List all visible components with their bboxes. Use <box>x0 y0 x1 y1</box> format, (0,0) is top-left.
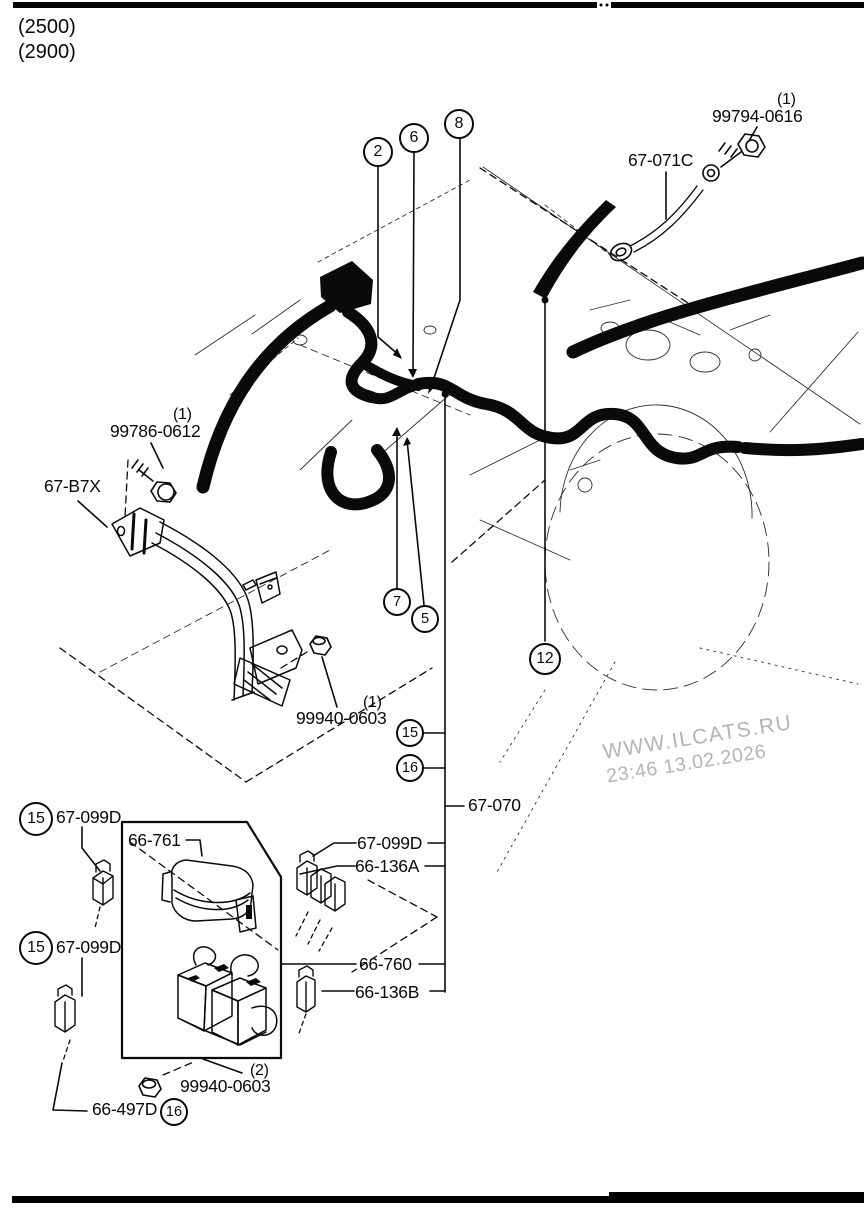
part-number-66-497D: 66-497D <box>92 1099 158 1119</box>
callout-15-top-left-label: 15 <box>27 810 45 827</box>
bolt-99794-artwork <box>718 133 766 168</box>
fuse-dash-tails <box>62 906 333 1062</box>
engine-variant-2900: (2900) <box>18 41 76 63</box>
callout-2-label: 2 <box>373 143 383 160</box>
construction-dash-lines <box>59 167 689 1076</box>
wiring-harness-artwork <box>196 200 864 511</box>
callout-15-top-left: 15 <box>19 802 53 836</box>
relay-box-artwork <box>177 946 278 1046</box>
part-number-67-099D-top: 67-099D <box>56 807 122 827</box>
callout-2: 2 <box>363 137 393 167</box>
part-number-66-136A: 66-136A <box>355 856 420 876</box>
part-number-99940-0603-1: 99940-0603 <box>296 708 387 728</box>
connector-block <box>320 261 373 313</box>
part-qty-99786-0612: (1) <box>173 406 192 423</box>
fusebox-outline-box <box>120 820 283 1060</box>
callout-8: 8 <box>444 109 474 139</box>
callout-6: 6 <box>399 123 429 153</box>
nut-upper-artwork <box>309 635 332 656</box>
callout-12-label: 12 <box>536 650 554 667</box>
part-number-67-099D-right: 67-099D <box>357 833 423 853</box>
nut-lower-artwork <box>138 1077 162 1098</box>
part-number-99786-0612: 99786-0612 <box>110 421 201 441</box>
fuse-artwork-66136b <box>296 965 316 1013</box>
callout-5-label: 5 <box>420 611 430 627</box>
part-number-67-070: 67-070 <box>468 795 521 815</box>
callout-5: 5 <box>411 605 439 633</box>
bracket-67b7x-artwork <box>111 507 303 707</box>
part-number-67-B7X: 67-B7X <box>44 476 101 496</box>
callout-6-label: 6 <box>409 129 419 146</box>
callout-15-mid-left: 15 <box>19 931 53 965</box>
callout-16-right: 16 <box>396 754 424 782</box>
callout-16-right-label: 16 <box>401 760 419 776</box>
fuse-artwork-mid-left <box>54 984 76 1033</box>
leader-arrowheads <box>392 296 549 446</box>
part-qty-99794-0616: (1) <box>777 91 796 108</box>
part-qty-99940-0603-1: (1) <box>363 694 382 711</box>
callout-12: 12 <box>529 643 561 675</box>
part-number-66-761: 66-761 <box>128 830 181 850</box>
top-border-bar <box>13 2 864 8</box>
callout-15-right: 15 <box>396 719 424 747</box>
part-qty-99940-0603-2: (2) <box>250 1062 269 1079</box>
part-number-66-760: 66-760 <box>359 954 412 974</box>
fusebox-cover-artwork <box>161 859 257 933</box>
ground-strap-artwork <box>609 164 720 262</box>
callout-16-bottom-label: 16 <box>165 1104 183 1120</box>
callout-7: 7 <box>383 588 411 616</box>
part-number-99794-0616: 99794-0616 <box>712 106 803 126</box>
part-number-67-099D-mid: 67-099D <box>56 937 122 957</box>
fuse-artwork-cluster <box>296 850 346 912</box>
callout-7-label: 7 <box>392 594 402 610</box>
leader-lines <box>52 126 758 1112</box>
engine-variant-2500: (2500) <box>18 16 76 38</box>
callout-15-mid-left-label: 15 <box>27 939 45 956</box>
callout-15-right-label: 15 <box>401 725 419 741</box>
callout-8-label: 8 <box>454 115 464 132</box>
background-linework <box>99 166 861 873</box>
bottom-border-bar <box>12 1192 864 1203</box>
part-number-66-136B: 66-136B <box>355 982 420 1002</box>
callout-16-bottom: 16 <box>160 1098 188 1126</box>
part-number-99940-0603-2: 99940-0603 <box>180 1076 271 1096</box>
bolt-99786-artwork <box>131 459 177 503</box>
part-number-67-071C: 67-071C <box>628 150 694 170</box>
